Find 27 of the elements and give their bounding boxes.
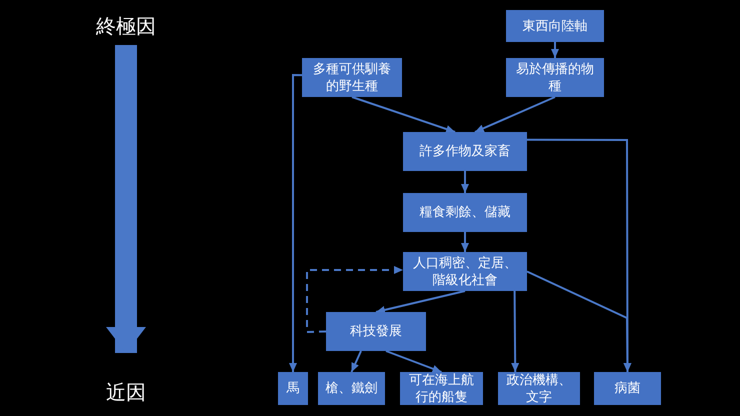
cause-label: 終極因: [84, 12, 168, 40]
arrow: [526, 270, 632, 372]
process-box: 東西向陸軸: [506, 10, 604, 42]
process-box: 槍、鐵劍: [318, 372, 385, 405]
arrow: [352, 96, 456, 133]
arrow: [474, 96, 556, 133]
process-box: 糧食剩餘、儲藏: [403, 193, 527, 232]
block-arrow: [106, 45, 146, 353]
process-box: 可在海上航行的船隻: [400, 372, 483, 405]
arrow: [551, 42, 559, 58]
process-box: 馬: [278, 372, 308, 405]
arrow: [289, 74, 302, 372]
process-box: 許多作物及家畜: [403, 132, 527, 171]
process-box: 病菌: [594, 372, 661, 405]
process-box: 易於傳播的物種: [506, 58, 604, 97]
process-box: 科技發展: [326, 312, 426, 351]
process-box: 人口稠密、定居、階級化社會: [403, 252, 527, 291]
arrow: [350, 350, 362, 372]
arrow: [376, 290, 466, 314]
process-box: 多種可供馴養的野生種: [302, 58, 402, 97]
cause-label: 近因: [94, 378, 158, 406]
arrow: [511, 291, 520, 372]
arrow: [461, 171, 469, 193]
arrow: [461, 232, 469, 252]
process-box: 政治機構、文字: [498, 372, 580, 405]
arrow: [386, 350, 442, 373]
dashed-arrow: [306, 266, 403, 334]
